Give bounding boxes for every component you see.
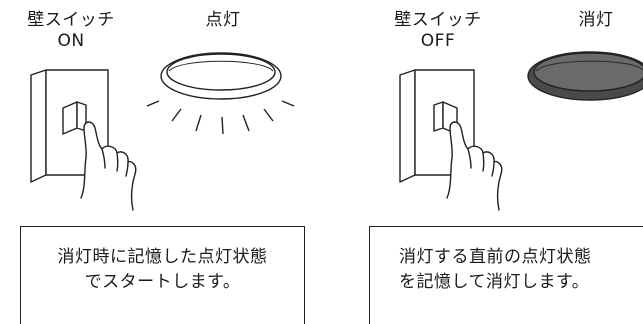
hand-icon: [446, 121, 503, 211]
right-note-line2: を記憶して消灯します。: [399, 272, 590, 292]
left-switch-label: 壁スイッチ ON: [19, 10, 123, 52]
left-switch-label-line2: ON: [57, 31, 85, 51]
left-light-label: 点灯: [205, 10, 241, 30]
right-switch-label-line1: 壁スイッチ: [394, 10, 482, 30]
hand-icon: [80, 121, 137, 211]
right-switch-label-line2: OFF: [420, 31, 456, 51]
right-note-box: 消灯する直前の点灯状態 を記憶して消灯します。: [369, 226, 643, 324]
ceiling-light-on-icon: [146, 52, 295, 135]
right-switch-label: 壁スイッチ OFF: [386, 10, 490, 52]
ceiling-light-off-icon: [527, 51, 643, 101]
left-note-line2: でスタートします。: [84, 272, 241, 292]
left-switch-label-line1: 壁スイッチ: [27, 10, 115, 30]
left-note-line1: 消灯時に記憶した点灯状態: [57, 247, 268, 267]
right-light-label: 消灯: [578, 10, 614, 30]
left-note-box: 消灯時に記憶した点灯状態 でスタートします。: [20, 226, 305, 324]
right-note-line1: 消灯する直前の点灯状態: [399, 247, 592, 267]
